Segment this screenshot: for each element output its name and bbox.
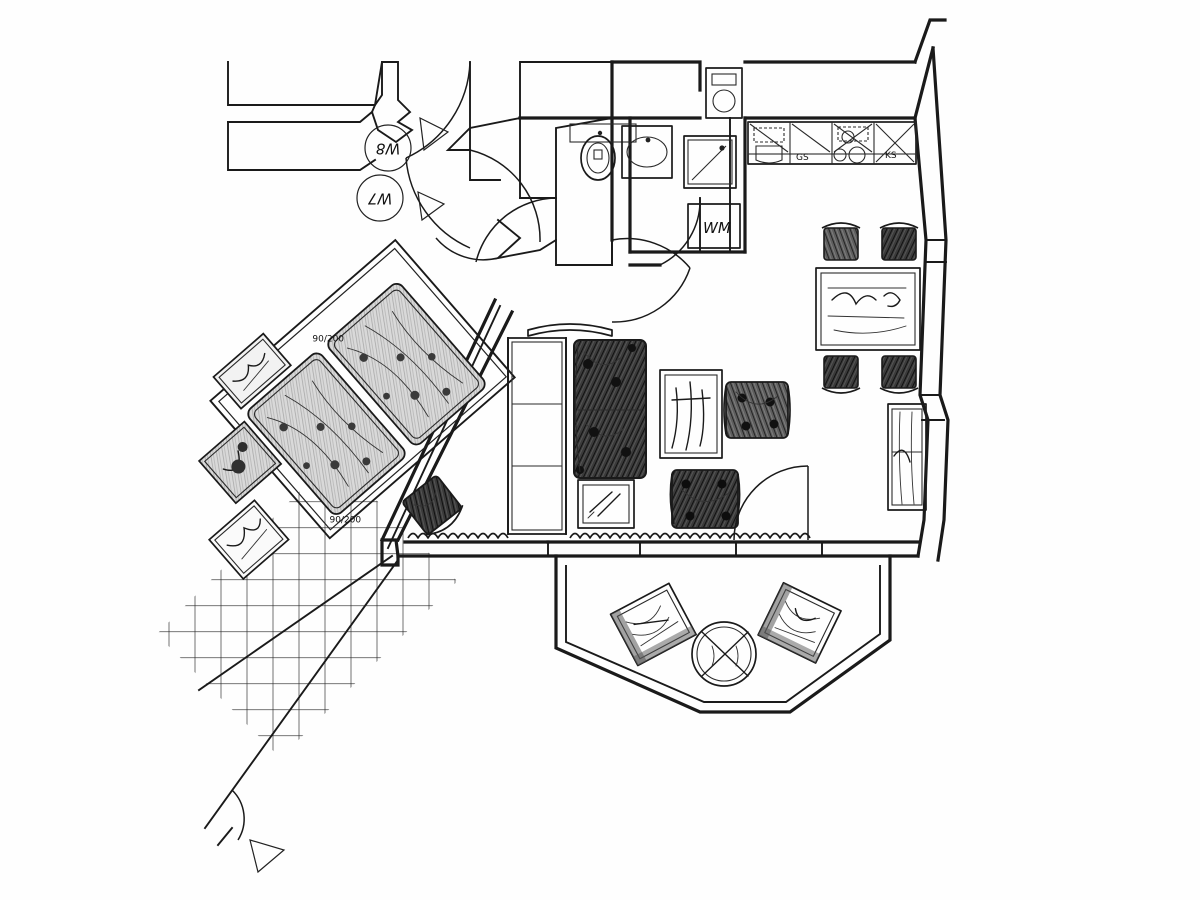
washing-machine-slot: WM (687, 203, 741, 249)
refrigerator-label: KS (885, 151, 897, 161)
side-table (577, 479, 635, 529)
dining-chair-bottom-left (821, 355, 861, 394)
dining-chair-bottom-right (879, 355, 919, 394)
dining-table (815, 267, 921, 351)
window-marker-w8-label: W8 (376, 140, 400, 158)
bed-left (247, 352, 406, 515)
shower-tray (683, 135, 737, 189)
hall-console (527, 323, 613, 337)
sideboard (887, 403, 927, 511)
shelving-unit (507, 337, 567, 535)
dishwasher-label: GS (796, 153, 809, 163)
window-marker-w7: W7 (356, 174, 404, 222)
kitchen-counter: GS KS (747, 121, 917, 165)
boiler-unit (705, 67, 743, 119)
wardrobe-strip (207, 499, 290, 581)
living-room (573, 339, 791, 529)
kitchen-sink (749, 123, 789, 164)
entry-door-arc-lower (405, 157, 471, 249)
washbasin-fixture (621, 125, 673, 179)
entrance-hall (405, 61, 691, 337)
window-marker-w7-label: W7 (367, 190, 392, 208)
balcony (554, 554, 892, 714)
bedroom-armchair (402, 475, 464, 536)
view-triangle-upper (419, 116, 450, 152)
entry-door-arc (405, 61, 471, 159)
bed-dimension-left: 90/200 (329, 516, 361, 526)
dishwasher-slot: GS (791, 123, 831, 163)
balcony-chair-right (757, 581, 842, 664)
cooktop (833, 123, 873, 164)
washing-machine-label: WM (703, 219, 731, 237)
balcony-chair-left (609, 582, 697, 667)
toilet-fixture (580, 135, 616, 181)
sofa (573, 339, 647, 479)
dining-chair-top-right (879, 222, 919, 261)
bed-dimension-right: 90/200 (312, 334, 344, 344)
bed-right (327, 283, 486, 446)
window-marker-w8: W8 (364, 124, 412, 172)
dining-chair-top-left (821, 222, 861, 261)
terrace-paving (156, 457, 458, 847)
nightstand-left (197, 420, 283, 505)
bedroom: 90/200 90/200 (197, 238, 517, 581)
dining-area (815, 222, 921, 394)
armchair-right (723, 381, 791, 439)
lower-door-arc (231, 789, 245, 841)
balcony-door (733, 465, 809, 541)
coffee-table (659, 369, 723, 459)
radiator-line (407, 532, 811, 539)
armchair-bottom (669, 469, 741, 529)
bathroom: WM (569, 67, 747, 267)
view-triangle-bottom (249, 839, 286, 874)
view-triangle-lower (417, 190, 446, 222)
window-openings-right (919, 239, 947, 421)
balcony-round-table (691, 621, 757, 687)
nightstand-top (212, 332, 293, 410)
refrigerator-slot: KS (875, 123, 915, 163)
window-openings-bottom (547, 541, 823, 557)
